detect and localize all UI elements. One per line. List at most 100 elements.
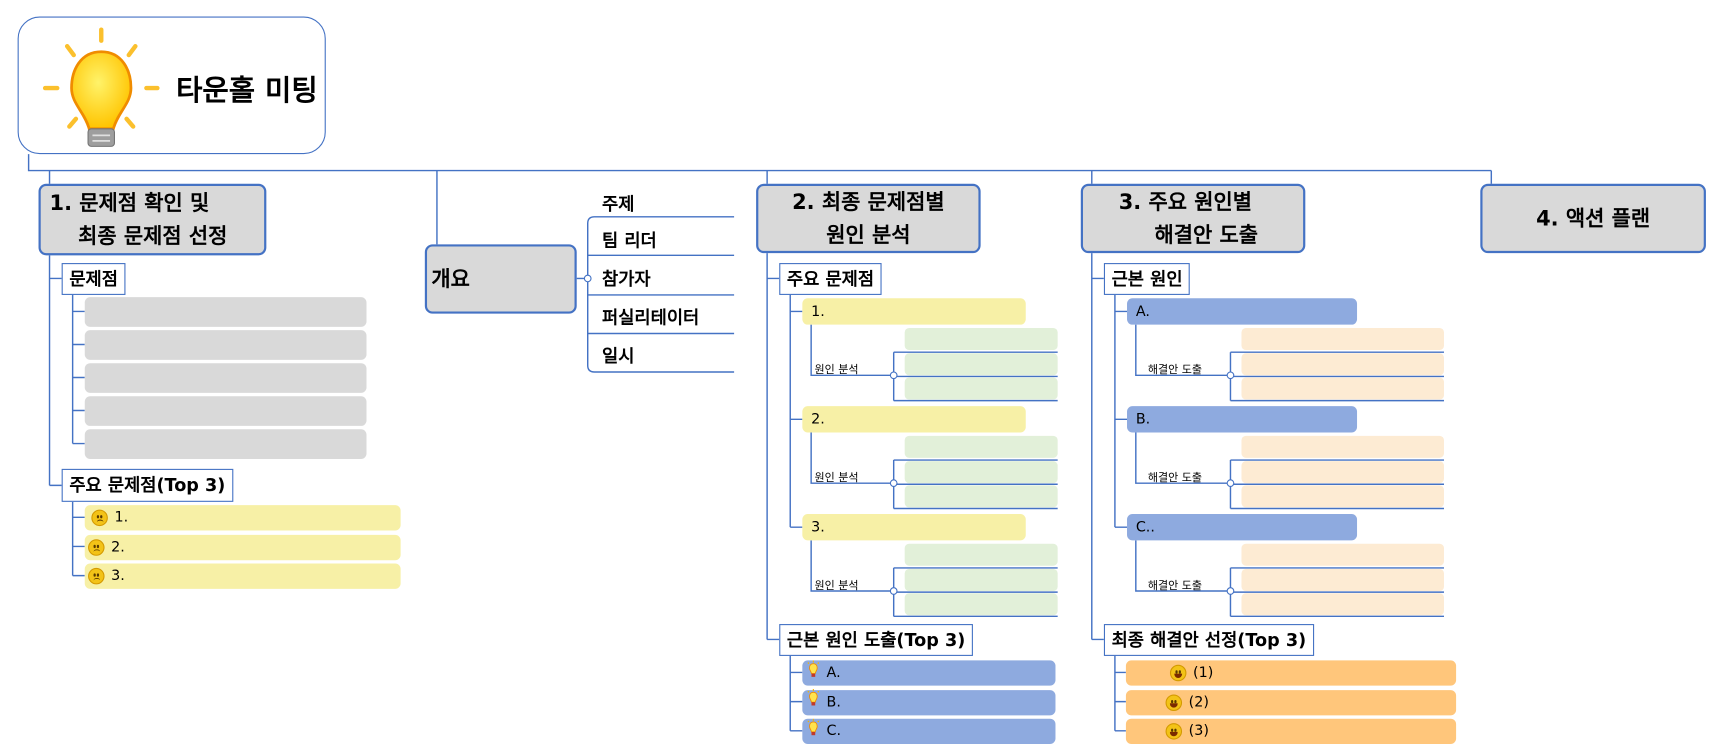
smiley-face-icon bbox=[1169, 664, 1187, 682]
cause-analysis-label-box[interactable] bbox=[904, 353, 1058, 376]
connector-line bbox=[789, 294, 803, 528]
main-problem-row-text: 3. bbox=[811, 518, 825, 536]
solution-label-box[interactable] bbox=[1241, 485, 1444, 508]
cause-analysis-label-box[interactable] bbox=[904, 435, 1058, 458]
root-cause-top-row[interactable]: C. bbox=[802, 718, 1056, 745]
topic-2-cause-analysis[interactable]: 2. 최종 문제점별 원인 분석 bbox=[756, 183, 981, 254]
problem-row[interactable] bbox=[84, 429, 367, 459]
cause-analysis-label-box[interactable] bbox=[904, 377, 1058, 400]
top-problem-row[interactable]: 2. bbox=[84, 534, 401, 560]
connector-node[interactable] bbox=[1226, 371, 1235, 380]
topic-1-line2: 최종 문제점 선정 bbox=[78, 223, 228, 249]
problem-row[interactable] bbox=[84, 330, 367, 360]
connector-node[interactable] bbox=[583, 274, 592, 283]
top-problem-row-text: 2. bbox=[111, 538, 125, 556]
main-problem-row-text: 1. bbox=[811, 303, 825, 320]
root-cause-label[interactable]: 근본 원인 bbox=[1103, 263, 1191, 295]
sad-face-icon bbox=[88, 538, 105, 556]
sad-face-icon bbox=[88, 567, 105, 585]
main-problem-row-text: 2. bbox=[811, 411, 825, 428]
topic-4-line1: 4. 액션 플랜 bbox=[1536, 206, 1651, 231]
cause-analysis-label-box[interactable] bbox=[904, 593, 1058, 616]
cause-analysis-label: 원인 분석 bbox=[814, 472, 859, 485]
lightbulb-icon bbox=[807, 688, 820, 715]
connector-line bbox=[71, 294, 85, 445]
main-problem-row[interactable]: 2. bbox=[802, 406, 1026, 433]
solution-label-box[interactable] bbox=[1241, 543, 1444, 566]
overview-item[interactable]: 주제 bbox=[602, 193, 635, 215]
root-cause-row-text: C.. bbox=[1135, 518, 1155, 536]
root-cause-top-row-text: B. bbox=[826, 693, 841, 711]
solution-label-box[interactable] bbox=[1241, 593, 1444, 616]
top-problem-row[interactable]: 1. bbox=[84, 505, 401, 531]
solution-label-box[interactable] bbox=[1241, 569, 1444, 592]
cause-analysis-label: 원인 분석 bbox=[814, 580, 859, 593]
topic-overview[interactable]: 개요 bbox=[424, 244, 577, 314]
problem-row[interactable] bbox=[84, 297, 367, 327]
solution-label-box[interactable] bbox=[1241, 353, 1444, 376]
overview-item[interactable]: 일시 bbox=[602, 345, 635, 367]
solution-label-box[interactable] bbox=[1241, 377, 1444, 400]
topic-3-solution[interactable]: 3. 주요 원인별 해결안 도출 bbox=[1080, 183, 1306, 254]
root-cause-row[interactable]: C.. bbox=[1127, 513, 1358, 541]
problem-row[interactable] bbox=[84, 396, 367, 426]
main-problem-row[interactable]: 1. bbox=[802, 298, 1026, 325]
cause-analysis-label-box[interactable] bbox=[904, 569, 1058, 592]
topic-3-line2: 해결안 도출 bbox=[1154, 222, 1258, 248]
solution-label-box[interactable] bbox=[1241, 327, 1444, 350]
cause-analysis-label-box[interactable] bbox=[904, 461, 1058, 484]
overview-item[interactable]: 참가자 bbox=[602, 268, 651, 290]
main-problem-row[interactable]: 3. bbox=[802, 513, 1026, 541]
topic-4-action-plan[interactable]: 4. 액션 플랜 bbox=[1480, 183, 1706, 254]
cause-analysis-label-box[interactable] bbox=[904, 485, 1058, 508]
connector-line bbox=[587, 216, 735, 373]
top-problem-row-text: 1. bbox=[114, 509, 129, 527]
problems-label[interactable]: 문제점 bbox=[61, 263, 126, 295]
connector-line bbox=[789, 655, 803, 732]
overview-item[interactable]: 퍼실리테이터 bbox=[602, 307, 700, 328]
solution-label-box[interactable] bbox=[1241, 461, 1444, 484]
top-problem-row-text: 3. bbox=[111, 567, 125, 585]
overview-item[interactable]: 팀 리더 bbox=[602, 230, 657, 251]
lightbulb-icon bbox=[42, 27, 160, 147]
final-solution-top3-label[interactable]: 최종 해결안 선정(Top 3) bbox=[1103, 624, 1314, 656]
smiley-face-icon bbox=[1165, 693, 1183, 711]
final-solution-row-text: (2) bbox=[1188, 693, 1209, 711]
problem-row[interactable] bbox=[84, 363, 367, 393]
topic-3-line1: 3. 주요 원인별 bbox=[1118, 189, 1252, 215]
connector-node[interactable] bbox=[1226, 587, 1235, 595]
sad-face-icon bbox=[91, 509, 108, 527]
connector-node[interactable] bbox=[889, 587, 898, 595]
top-problems-label[interactable]: 주요 문제점(Top 3) bbox=[61, 468, 234, 502]
final-solution-row[interactable]: (2) bbox=[1125, 689, 1457, 715]
root-cause-row-text: A. bbox=[1135, 303, 1150, 320]
root-cause-top-row-text: C. bbox=[826, 723, 842, 740]
root-cause-top-row[interactable]: A. bbox=[802, 659, 1056, 686]
final-solution-row[interactable]: (3) bbox=[1125, 718, 1457, 745]
root-cause-top3-label[interactable]: 근본 원인 도출(Top 3) bbox=[779, 624, 973, 656]
cause-analysis-label-box[interactable] bbox=[904, 543, 1058, 566]
root-cause-top-row[interactable]: B. bbox=[802, 688, 1056, 715]
topic-1-problem-identification[interactable]: 1. 문제점 확인 및 최종 문제점 선정 bbox=[38, 183, 267, 256]
root-cause-row[interactable]: A. bbox=[1127, 298, 1358, 325]
cause-analysis-label-box[interactable] bbox=[904, 327, 1058, 350]
connector-line bbox=[1091, 253, 1104, 641]
main-problems-label[interactable]: 주요 문제점 bbox=[779, 263, 882, 295]
root-title: 타운홀 미팅 bbox=[176, 74, 318, 108]
solution-label: 해결안 도출 bbox=[1147, 472, 1203, 485]
smiley-face-icon bbox=[1165, 723, 1183, 740]
root-cause-top-row-text: A. bbox=[826, 664, 841, 682]
top-problem-row[interactable]: 3. bbox=[84, 563, 401, 589]
root-topic[interactable]: 타운홀 미팅 bbox=[17, 16, 326, 155]
connector-node[interactable] bbox=[889, 371, 898, 380]
connector-line bbox=[71, 501, 85, 577]
cause-analysis-label: 원인 분석 bbox=[814, 364, 859, 377]
connector-node[interactable] bbox=[1226, 479, 1235, 488]
lightbulb-icon bbox=[807, 718, 820, 744]
final-solution-row[interactable]: (1) bbox=[1125, 660, 1457, 686]
root-cause-row[interactable]: B. bbox=[1127, 406, 1358, 433]
connector-node[interactable] bbox=[889, 479, 898, 488]
overview-title: 개요 bbox=[431, 266, 470, 292]
solution-label-box[interactable] bbox=[1241, 435, 1444, 458]
